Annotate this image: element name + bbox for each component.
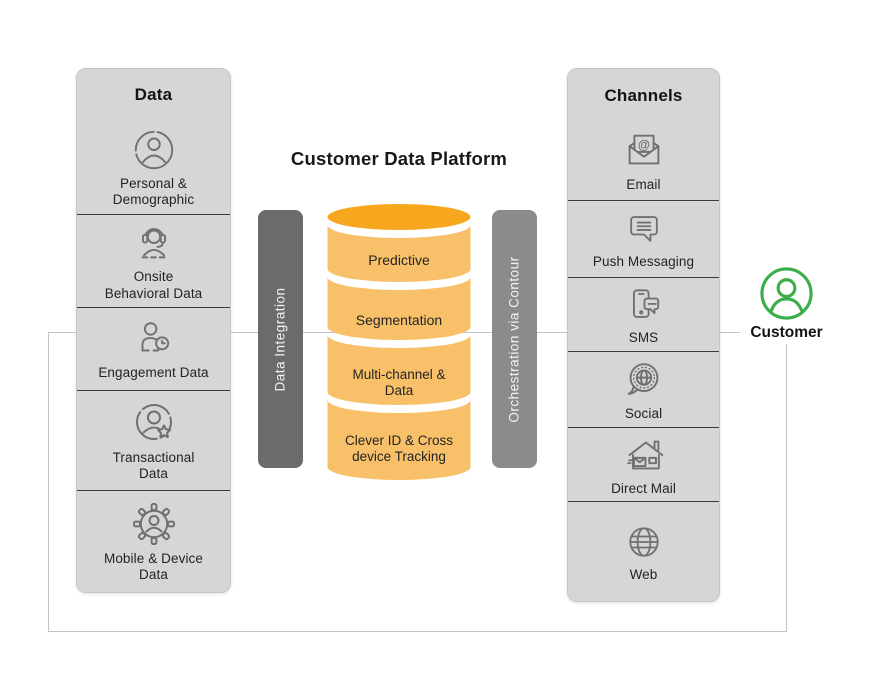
cylinder-segment-multichannel: Multi-channel & Data xyxy=(352,367,446,398)
feedback-loop-right-line xyxy=(786,344,787,632)
data-item-label: Transactional Data xyxy=(112,449,195,482)
data-item-label: Onsite Behavioral Data xyxy=(104,269,203,301)
data-item-label: Personal & Demographic xyxy=(112,175,195,208)
channel-item-label: Push Messaging xyxy=(592,254,695,270)
data-item-transactional: Transactional Data xyxy=(77,391,230,492)
svg-text:@: @ xyxy=(637,138,649,152)
database-cylinder-icon xyxy=(327,204,471,481)
data-item-label: Engagement Data xyxy=(98,365,209,381)
channel-item-label: Direct Mail xyxy=(611,480,676,496)
channel-item-label: Web xyxy=(629,566,658,582)
data-integration-bar-label: Data Integration xyxy=(273,286,288,392)
data-item-personal-demographic: Personal & Demographic xyxy=(77,121,230,216)
cylinder-segment-predictive: Predictive xyxy=(368,252,430,268)
feedback-loop-bottom-line xyxy=(48,631,787,632)
orchestration-bar: Orchestration via Contour xyxy=(492,210,537,468)
person-circle-icon xyxy=(131,127,177,173)
cylinder-segment-segmentation: Segmentation xyxy=(355,312,443,328)
house-envelope-icon xyxy=(621,432,667,478)
channel-item-direct-mail: Direct Mail xyxy=(568,428,719,503)
channel-item-email: @ Email xyxy=(568,123,719,201)
channel-item-sms: SMS xyxy=(568,278,719,352)
data-integration-bar: Data Integration xyxy=(258,210,303,468)
email-at-icon: @ xyxy=(621,128,667,174)
channel-item-label: Social xyxy=(624,405,663,421)
phone-chat-icon xyxy=(622,283,666,327)
gear-person-icon xyxy=(130,500,178,548)
globe-icon xyxy=(622,520,666,564)
channel-item-label: SMS xyxy=(628,329,659,345)
headset-person-icon xyxy=(131,220,177,266)
diagram-title: Customer Data Platform xyxy=(290,148,508,169)
feedback-loop-left-line xyxy=(48,332,49,632)
chat-bubble-icon xyxy=(622,207,666,251)
customer-person-icon xyxy=(759,266,814,321)
data-item-mobile-device: Mobile & Device Data xyxy=(77,491,230,592)
cylinder-segment-clever-id: Clever ID & Cross device Tracking xyxy=(344,433,454,464)
channels-panel: Channels @ Email Push Messaging xyxy=(567,68,720,602)
globe-bubble-icon xyxy=(621,357,667,403)
channel-item-label: Email xyxy=(626,177,661,193)
channel-item-push-messaging: Push Messaging xyxy=(568,201,719,279)
data-item-onsite-behavioral: Onsite Behavioral Data xyxy=(77,215,230,309)
channel-item-web: Web xyxy=(568,502,719,601)
channel-item-social: Social xyxy=(568,352,719,428)
data-panel-title: Data xyxy=(134,84,173,104)
orchestration-bar-label: Orchestration via Contour xyxy=(507,255,523,423)
person-star-icon xyxy=(130,399,178,447)
customer-label: Customer xyxy=(750,324,823,341)
channels-panel-title: Channels xyxy=(604,85,683,105)
data-item-engagement: Engagement Data xyxy=(77,308,230,391)
data-item-label: Mobile & Device Data xyxy=(103,550,204,583)
person-clock-icon xyxy=(131,316,177,362)
data-panel: Data Personal & Demographic xyxy=(76,68,231,593)
